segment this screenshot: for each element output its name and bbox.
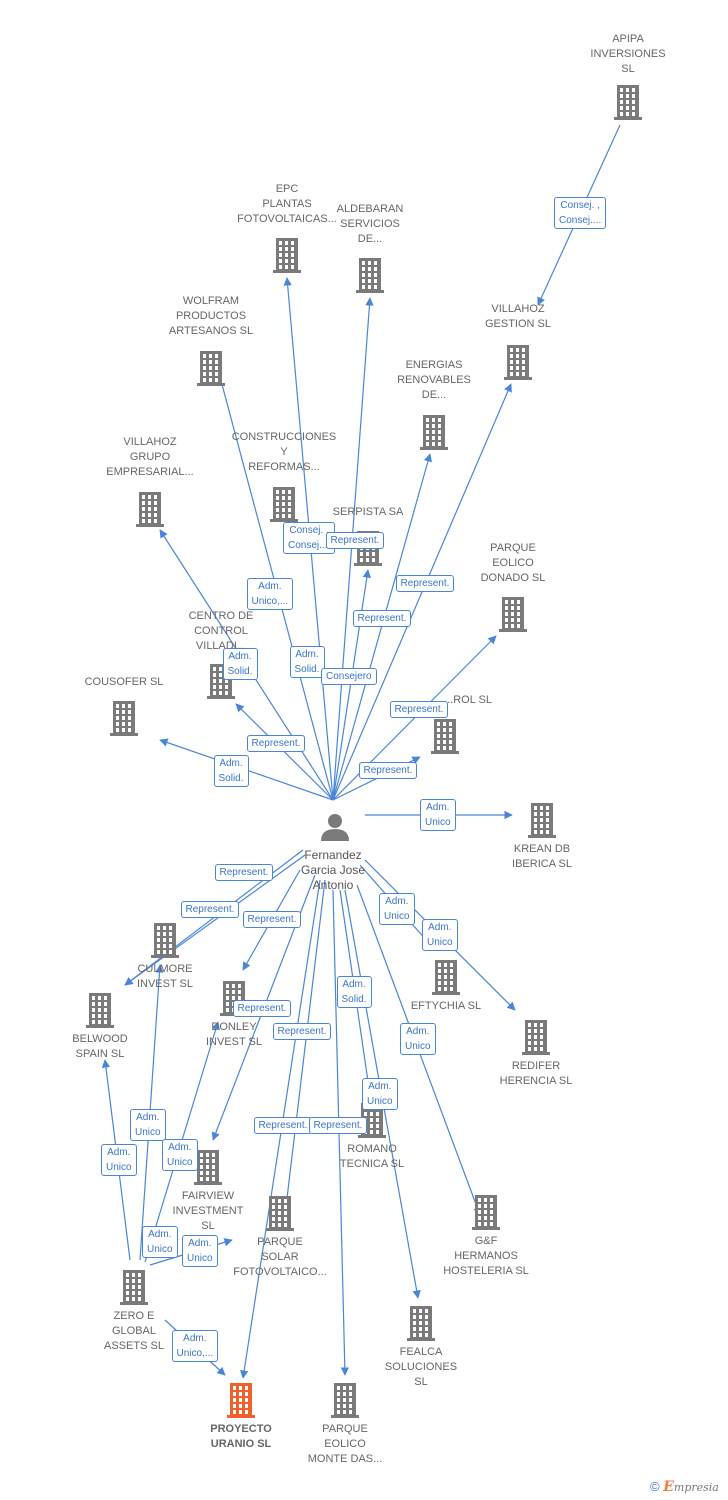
relationship-edge [332, 569, 372, 801]
building-icon[interactable] [519, 1018, 553, 1056]
building-icon[interactable] [469, 1193, 503, 1231]
relationship-label[interactable]: Adm. Unico [142, 1226, 178, 1258]
relationship-label[interactable]: Represent. [180, 900, 240, 918]
building-icon[interactable] [224, 1381, 258, 1419]
company-label-parque_monte[interactable]: PARQUE EOLICO MONTE DAS... [307, 1423, 383, 1465]
company-label-energias[interactable]: ENERGIAS RENOVABLES DE... [397, 359, 471, 401]
footer-brand: © Empresia [650, 1479, 719, 1495]
company-label-epc[interactable]: EPC PLANTAS FOTOVOLTAICAS... [237, 183, 337, 225]
relationship-label[interactable]: Represent. [253, 1116, 313, 1134]
empresia-logo: Empresia [663, 1479, 719, 1495]
building-icon[interactable] [117, 1268, 151, 1306]
company-label-belwood[interactable]: BELWOOD SPAIN SL [72, 1033, 128, 1060]
relationship-label[interactable]: Represent. [352, 609, 412, 627]
relationship-edge [332, 453, 433, 801]
building-icon[interactable] [353, 256, 387, 294]
person-name[interactable]: Fernandez Garcia Jose Antonio [300, 848, 366, 892]
relationship-label[interactable]: Represent. [325, 531, 385, 549]
company-label-cousofer[interactable]: COUSOFER SL [84, 676, 164, 688]
relationship-label[interactable]: Adm. Solid. [222, 648, 258, 680]
building-icon[interactable] [429, 958, 463, 996]
relationship-edge [332, 383, 512, 801]
company-label-gf[interactable]: G&F HERMANOS HOSTELERIA SL [443, 1235, 529, 1277]
company-label-villahoz_grupo[interactable]: VILLAHOZ GRUPO EMPRESARIAL... [106, 436, 194, 478]
relationship-label[interactable]: Adm. Unico [379, 893, 415, 925]
company-label-zero[interactable]: ZERO E GLOBAL ASSETS SL [104, 1310, 164, 1352]
relationship-edge [124, 854, 306, 986]
relationship-edge [124, 849, 304, 986]
building-icon[interactable] [328, 1381, 362, 1419]
relationship-label[interactable]: Adm. Solid. [289, 646, 325, 678]
company-label-eftychia[interactable]: EFTYCHIA SL [410, 1000, 482, 1012]
company-label-villahoz_gestion[interactable]: VILLAHOZ GESTION SL [484, 303, 552, 330]
company-label-wolfram[interactable]: WOLFRAM PRODUCTOS ARTESANOS SL [168, 295, 254, 337]
relationship-label[interactable]: Consej. , Consej.... [554, 197, 607, 229]
relationship-label[interactable]: Represent. [242, 910, 302, 928]
company-label-fealca[interactable]: FEALCA SOLUCIONES SL [384, 1346, 458, 1388]
relationship-label[interactable]: Adm. Unico [420, 799, 456, 831]
relationship-label[interactable]: Adm. Unico,... [246, 578, 294, 610]
relationship-label[interactable]: Adm. Solid. [213, 755, 249, 787]
company-label-centro[interactable]: CENTRO DE CONTROL VILLADI... [188, 610, 254, 652]
relationship-label[interactable]: Adm. Unico [130, 1109, 166, 1141]
relationship-label[interactable]: Adm. Unico [162, 1139, 198, 1171]
relationship-label[interactable]: Represent. [232, 999, 292, 1017]
company-label-redifer[interactable]: REDIFER HERENCIA SL [499, 1060, 573, 1087]
building-icon[interactable] [263, 1194, 297, 1232]
relationship-edge [332, 297, 374, 801]
company-label-fairview[interactable]: FAIRVIEW INVESTMENT SL [172, 1190, 244, 1232]
relationship-label[interactable]: Adm. Unico [400, 1023, 436, 1055]
building-icon[interactable] [404, 1304, 438, 1342]
building-icon[interactable] [611, 83, 645, 121]
building-icon[interactable] [194, 349, 228, 387]
relationship-label[interactable]: Represent. [272, 1022, 332, 1040]
relationship-label[interactable]: Adm. Unico [422, 919, 458, 951]
copyright-symbol: © [650, 1479, 660, 1494]
company-label-rol[interactable]: ...ROL SL [444, 694, 492, 706]
building-icon[interactable] [496, 595, 530, 633]
building-icon[interactable] [133, 490, 167, 528]
relationship-label[interactable]: Represent. [395, 574, 455, 592]
relationship-label[interactable]: Adm. Unico,... [171, 1330, 219, 1362]
company-label-serpista[interactable]: SERPISTA SA [332, 506, 404, 518]
building-icon[interactable] [525, 801, 559, 839]
relationship-label[interactable]: Adm. Unico [101, 1144, 137, 1176]
building-icon[interactable] [428, 717, 462, 755]
company-label-krean[interactable]: KREAN DB IBERICA SL [512, 843, 572, 870]
relationship-label[interactable]: Consejero [321, 667, 377, 685]
company-label-parque_solar[interactable]: PARQUE SOLAR FOTOVOLTAICO... [233, 1236, 327, 1278]
company-label-romano[interactable]: ROMANO TECNICA SL [339, 1143, 405, 1170]
relationship-label[interactable]: Adm. Solid. [336, 976, 372, 1008]
relationship-label[interactable]: Adm. Unico [362, 1078, 398, 1110]
relationship-label[interactable]: Adm. Unico [182, 1235, 218, 1267]
company-label-donley[interactable]: DONLEY INVEST SL [205, 1021, 263, 1048]
person-icon[interactable] [318, 810, 352, 848]
building-icon[interactable] [270, 236, 304, 274]
building-icon[interactable] [107, 699, 141, 737]
building-icon[interactable] [191, 1148, 225, 1186]
company-label-parque_donado[interactable]: PARQUE EOLICO DONADO SL [480, 542, 546, 584]
relationship-label[interactable]: Represent. [308, 1116, 368, 1134]
building-icon[interactable] [417, 413, 451, 451]
company-label-proyecto[interactable]: PROYECTO URANIO SL [210, 1423, 272, 1450]
company-label-apipa[interactable]: APIPA INVERSIONES SL [590, 33, 666, 75]
company-label-construcciones[interactable]: CONSTRUCCIONES Y REFORMAS... [231, 431, 337, 473]
relationship-edge [235, 703, 334, 801]
building-icon[interactable] [148, 921, 182, 959]
relationship-label[interactable]: Represent. [389, 700, 449, 718]
relationship-edge [281, 879, 326, 1216]
company-label-aldebaran[interactable]: ALDEBARAN SERVICIOS DE... [336, 203, 404, 245]
building-icon[interactable] [83, 991, 117, 1029]
relationship-label[interactable]: Represent. [214, 863, 274, 881]
building-icon[interactable] [501, 343, 535, 381]
relationship-label[interactable]: Represent. [358, 761, 418, 779]
relationship-label[interactable]: Represent. [246, 734, 306, 752]
company-label-culmore[interactable]: CULMORE INVEST SL [136, 963, 194, 990]
building-icon[interactable] [267, 485, 301, 523]
